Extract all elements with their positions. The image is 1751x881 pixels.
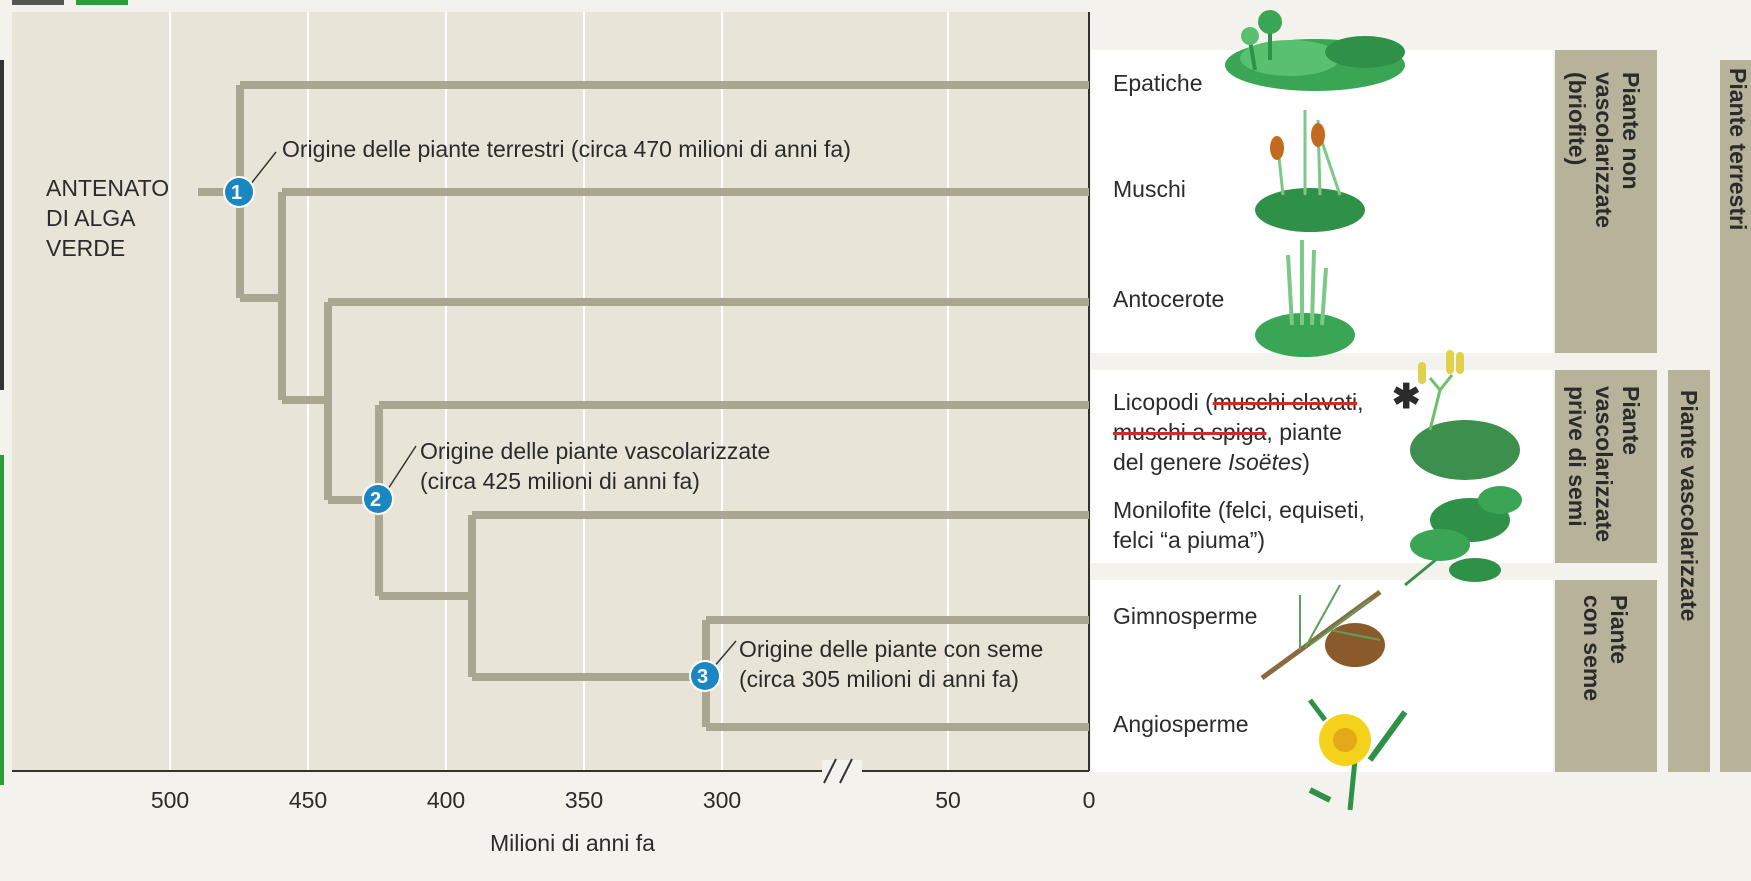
group-prive-di-semi: Piante vascolarizzate prive di semi [1564, 386, 1644, 542]
taxon-licopodi-line-3: del genere Isoëtes) [1113, 449, 1310, 475]
band-vascolarizzate [1668, 370, 1710, 772]
liverwort-illustration [1225, 10, 1405, 91]
taxon-gimnosperme: Gimnosperme [1113, 603, 1258, 629]
tick-300: 300 [702, 787, 742, 813]
daffodil-illustration [1308, 698, 1408, 811]
phylogenetic-tree [198, 81, 1089, 731]
group-non-vascolarizzate: Piante non vascolarizzate (briofite) [1564, 72, 1644, 228]
tick-0: 0 [1082, 787, 1096, 813]
leader-lines [249, 151, 737, 669]
band-prive-di-semi [1555, 370, 1657, 563]
pine-illustration [1260, 584, 1385, 681]
tick-50: 50 [935, 787, 961, 813]
origin-3-label-line-2: (circa 305 milioni di anni fa) [739, 666, 1019, 692]
band-terrestri [1720, 60, 1751, 772]
root-label-line-1: ANTENATO [46, 175, 170, 201]
axis-label: Milioni di anni fa [490, 830, 655, 856]
struck-muschi-a-spiga: muschi a spiga [1113, 419, 1267, 445]
tick-350: 350 [564, 787, 604, 813]
corner-fragment-green [76, 0, 128, 5]
left-edge-bar-green [0, 455, 4, 785]
taxon-monilofite-line-1: Monilofite (felci, equiseti, [1113, 497, 1365, 523]
leader-1 [249, 151, 277, 186]
badge-3 [689, 660, 721, 692]
badge-3-number: 3 [697, 666, 709, 688]
origin-3-label-line-1: Origine delle piante con seme [739, 636, 1044, 662]
fern-illustration [1404, 486, 1522, 587]
badge-2 [362, 483, 394, 515]
badge-1 [223, 176, 255, 208]
badge-1-number: 1 [231, 182, 243, 204]
taxon-licopodi-line-2: muschi a spiga, piante [1113, 419, 1342, 445]
gridlines [169, 12, 949, 770]
tick-400: 400 [426, 787, 466, 813]
taxon-muschi: Muschi [1113, 176, 1186, 202]
group-terrestri: Piante terrestri [1725, 68, 1751, 231]
axis-break-mark-1 [823, 758, 837, 784]
tick-450: 450 [288, 787, 328, 813]
tick-500: 500 [150, 787, 190, 813]
asterisk-mark: ✱ [1392, 378, 1421, 416]
axis-break-mark-2 [839, 758, 853, 784]
hornwort-illustration [1255, 240, 1355, 357]
origin-2-label-line-1: Origine delle piante vascolarizzate [420, 438, 771, 464]
leader-3 [712, 640, 737, 669]
lycophyte-illustration [1410, 350, 1520, 480]
band-non-vascolarizzate [1555, 50, 1657, 353]
group-vascolarizzate: Piante vascolarizzate [1676, 390, 1702, 622]
moss-illustration [1255, 110, 1365, 232]
root-label-line-2: DI ALGA [46, 205, 136, 231]
origin-1-label: Origine delle piante terrestri (circa 47… [282, 136, 851, 162]
origin-2-label-line-2: (circa 425 milioni di anni fa) [420, 468, 700, 494]
left-edge-bar-dark [0, 60, 4, 390]
taxon-epatiche: Epatiche [1113, 70, 1203, 96]
badge-2-number: 2 [370, 489, 382, 511]
leader-2 [385, 445, 417, 493]
struck-muschi-clavati: muschi clavati [1212, 389, 1358, 415]
taxon-monilofite-line-2: felci “a piuma”) [1113, 527, 1266, 553]
band-con-seme [1555, 580, 1657, 772]
taxon-licopodi-line-1: Licopodi (muschi clavati, [1113, 389, 1364, 415]
corner-fragment-dark [12, 0, 64, 5]
timeline-panel [12, 12, 1089, 770]
taxon-antocerote: Antocerote [1113, 286, 1225, 312]
root-label-line-3: VERDE [46, 235, 126, 261]
group-con-seme: Piante con seme [1579, 595, 1632, 702]
taxon-angiosperme: Angiosperme [1113, 711, 1249, 737]
